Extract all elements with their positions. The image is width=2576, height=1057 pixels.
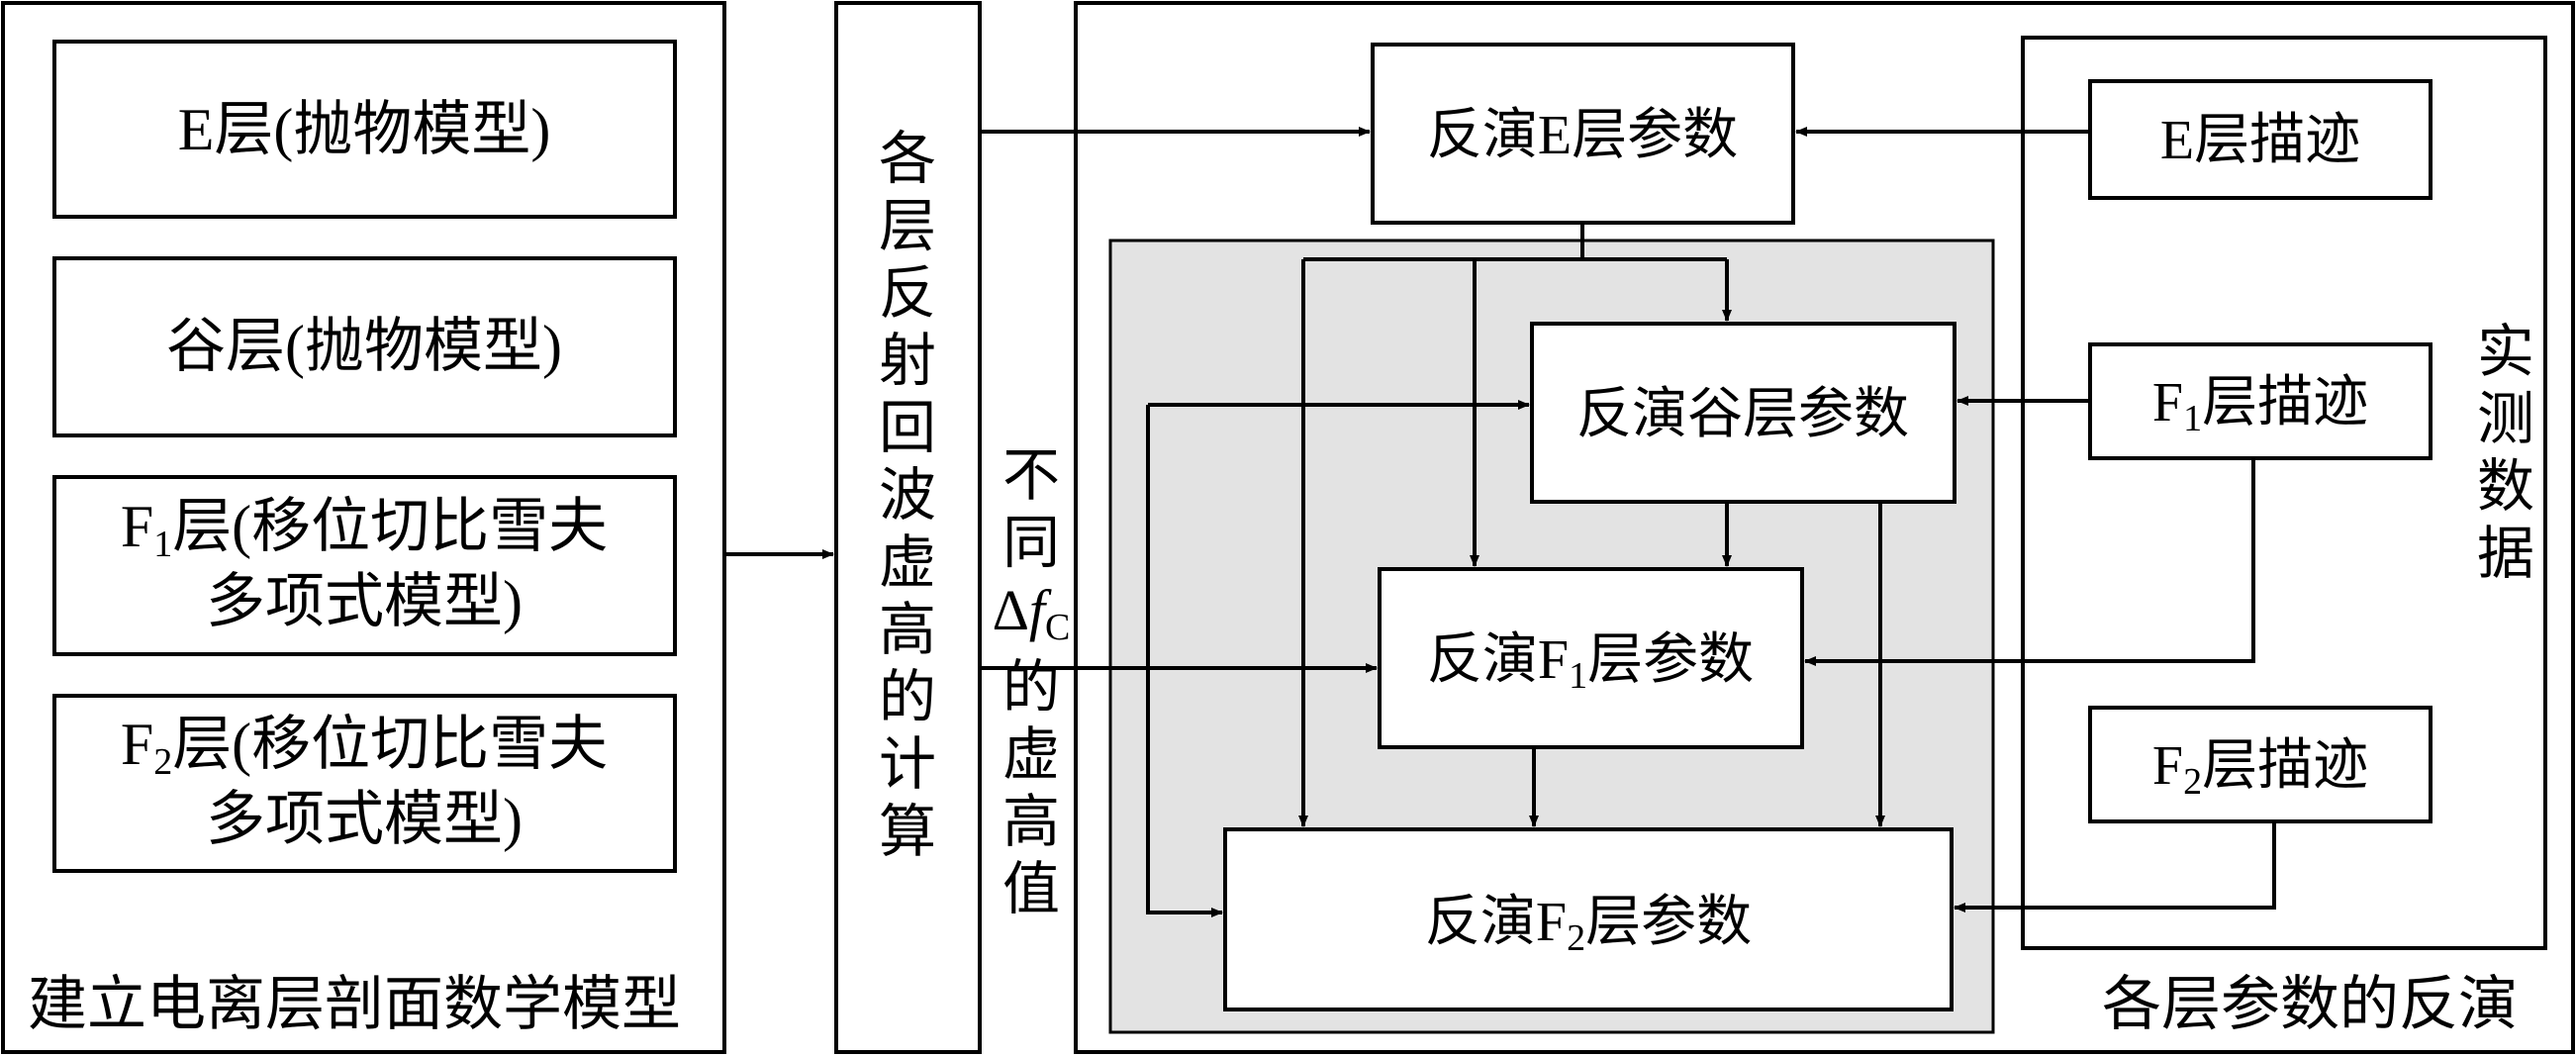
e-trace-label: E层描迹 (2160, 110, 2360, 171)
f1-layer-model-label-line2: 多项式模型) (206, 569, 523, 634)
f1-param-label: 反演F1层参数 (1427, 629, 1754, 697)
f2-param-label: 反演F2层参数 (1425, 892, 1752, 959)
f1-trace-box (2088, 342, 2433, 460)
dfc-label: 不 同 ΔfC 的 虚 高 值 (993, 443, 1071, 921)
e-layer-model-box (52, 40, 677, 219)
f2-param-box (1223, 827, 1954, 1011)
calc-panel-char: 反 (879, 261, 936, 326)
f2-trace-box (2088, 706, 2433, 823)
calc-panel-char: 算 (879, 800, 936, 864)
inversion-panel: 实 测 数 据 E层描迹 F1层描迹 F2层描迹 反演E层参数 反演谷层参数 反… (1074, 1, 2575, 1054)
measured-panel-title-char: 数 (2477, 454, 2534, 519)
inversion-panel-title: 各层参数的反演 (2102, 972, 2518, 1037)
calc-panel-char: 计 (879, 732, 936, 797)
dfc-label-symbol: ΔfC (993, 578, 1071, 648)
f2-trace-label: F2层描迹 (2152, 735, 2368, 803)
f2-layer-model-box (52, 694, 677, 873)
f2-layer-model-label: F2层(移位切比雪夫 (121, 712, 608, 783)
model-panel: E层(抛物模型) 谷层(抛物模型) F1层(移位切比雪夫 多项式模型) F2层(… (1, 1, 726, 1054)
calc-panel-char: 的 (879, 665, 936, 729)
calc-panel-char: 波 (879, 463, 936, 528)
connectors (980, 127, 2276, 917)
calc-panel-char: 虚 (879, 530, 936, 595)
f2-layer-model-label-line2: 多项式模型) (206, 787, 523, 852)
e-layer-model-label: E层(抛物模型) (178, 97, 551, 162)
valley-layer-model-label: 谷层(抛物模型) (166, 314, 562, 379)
f1-param-box (1378, 567, 1804, 749)
model-panel-title: 建立电离层剖面数学模型 (28, 972, 681, 1037)
calc-panel-char: 各 (879, 127, 936, 191)
dfc-label-char: 不 (1002, 443, 1060, 508)
calc-panel-frame (834, 1, 982, 1054)
calc-panel-char: 回 (879, 396, 936, 460)
arrow-f2-trace-to-f2-param (1954, 821, 2276, 913)
valley-param-label: 反演谷层参数 (1576, 384, 1909, 445)
calc-panel: 各 层 反 射 回 波 虚 高 的 计 算 (834, 1, 982, 1054)
f1-trace-label: F1层描迹 (2152, 372, 2368, 439)
dfc-label-char: 高 (1002, 790, 1060, 854)
dfc-label-char: 同 (1002, 511, 1060, 575)
valley-param-box (1530, 322, 1956, 504)
dfc-label-char: 值 (1002, 857, 1060, 921)
calc-panel-char: 高 (879, 598, 936, 662)
measured-panel-title-char: 据 (2477, 522, 2534, 586)
measured-panel-title-char: 测 (2477, 387, 2534, 451)
e-param-label: 反演E层参数 (1427, 105, 1738, 166)
e-trace-box (2088, 79, 2433, 200)
measured-panel-title-char: 实 (2477, 320, 2534, 384)
f1-layer-model-label: F1层(移位切比雪夫 (121, 494, 608, 565)
calc-panel-char: 层 (879, 194, 936, 258)
f1-layer-model-box (52, 475, 677, 656)
dfc-label-char: 虚 (1002, 722, 1060, 787)
dfc-label-char: 的 (1002, 655, 1060, 720)
valley-layer-model-box (52, 256, 677, 437)
arrow-f1-trace-to-f1-param (1804, 458, 2255, 666)
arrow-feedback-to-f2-param (1146, 405, 1223, 917)
calc-panel-char: 射 (879, 329, 936, 393)
